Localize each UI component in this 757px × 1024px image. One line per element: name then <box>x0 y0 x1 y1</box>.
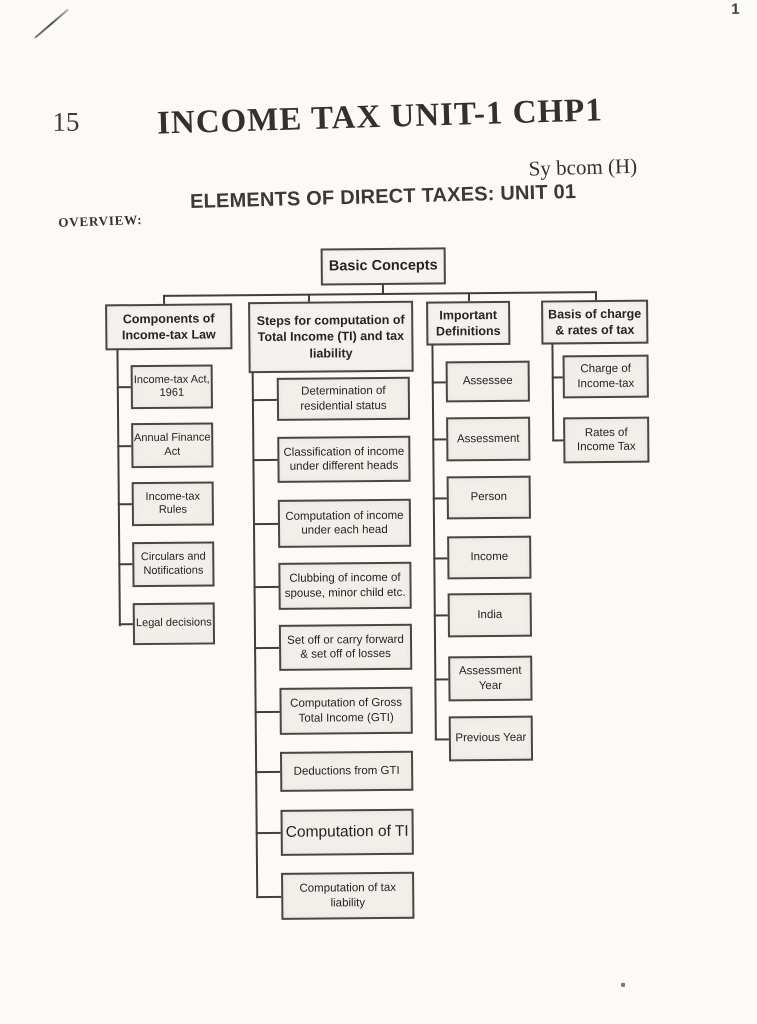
leaf-node: Classification of income under different… <box>277 435 411 483</box>
connector-line <box>253 585 281 589</box>
leaf-node: Income-tax Act, 1961 <box>130 364 213 410</box>
leaf-node: Circulars and Notifications <box>132 541 215 588</box>
connector-line <box>251 372 259 899</box>
leaf-node: Clubbing of income of spouse, minor chil… <box>278 561 412 610</box>
lesson-number: 15 <box>52 106 80 137</box>
leaf-node: Set off or carry forward & set off of lo… <box>278 623 413 671</box>
root-node: Basic Concepts <box>320 247 446 286</box>
leaf-node: Determination of residential status <box>276 376 411 421</box>
connector-line <box>255 770 283 774</box>
leaf-node: Computation of tax liability <box>281 871 415 920</box>
leaf-node: India <box>447 592 532 638</box>
leaf-node: Computation of TI <box>280 808 414 856</box>
overview-label: OVERVIEW: <box>58 211 143 230</box>
leaf-node: Income <box>447 535 532 580</box>
connector-line <box>162 291 597 297</box>
connector-line <box>251 398 279 402</box>
connector-line <box>431 344 437 741</box>
connector-line <box>116 349 121 627</box>
ink-dot <box>621 982 626 987</box>
leaf-node: Legal decisions <box>132 602 216 646</box>
concept-tree-diagram: Basic Concepts Components of Income-tax … <box>0 0 753 920</box>
author-line: Sy bcom (H) <box>528 153 638 181</box>
connector-line <box>255 831 283 835</box>
connector-line <box>252 458 280 462</box>
connector-line <box>254 646 282 650</box>
leaf-node: Assessment Year <box>448 655 533 702</box>
leaf-node: Charge of Income-tax <box>562 354 649 399</box>
leaf-node: Assessment <box>446 416 531 462</box>
branch-header-definitions: Important Definitions <box>426 300 511 346</box>
branch-header-components: Components of Income-tax Law <box>105 303 233 351</box>
leaf-node: Deductions from GTI <box>279 750 414 792</box>
connector-line <box>551 343 555 442</box>
leaf-node: Income-tax Rules <box>131 481 215 527</box>
leaf-node: Annual Finance Act <box>131 422 214 469</box>
leaf-node: Previous Year <box>448 715 534 762</box>
leaf-node: Rates of Income Tax <box>563 416 650 464</box>
leaf-node: Assessee <box>445 360 530 403</box>
leaf-node: Computation of income under each head <box>277 498 412 548</box>
connector-line <box>256 895 284 899</box>
connector-line <box>252 522 281 526</box>
page-title: INCOME TAX UNIT-1 CHP1 <box>156 92 604 142</box>
connector-line <box>254 710 282 714</box>
leaf-node: Person <box>446 475 531 520</box>
leaf-node: Computation of Gross Total Income (GTI) <box>279 686 413 735</box>
pencil-mark <box>34 8 69 39</box>
branch-header-charge: Basis of charge & rates of tax <box>541 299 649 345</box>
page-number: 1 <box>731 0 740 18</box>
section-heading: ELEMENTS OF DIRECT TAXES: UNIT 01 <box>189 180 577 214</box>
branch-header-steps: Steps for computation of Total Income (T… <box>248 300 414 374</box>
